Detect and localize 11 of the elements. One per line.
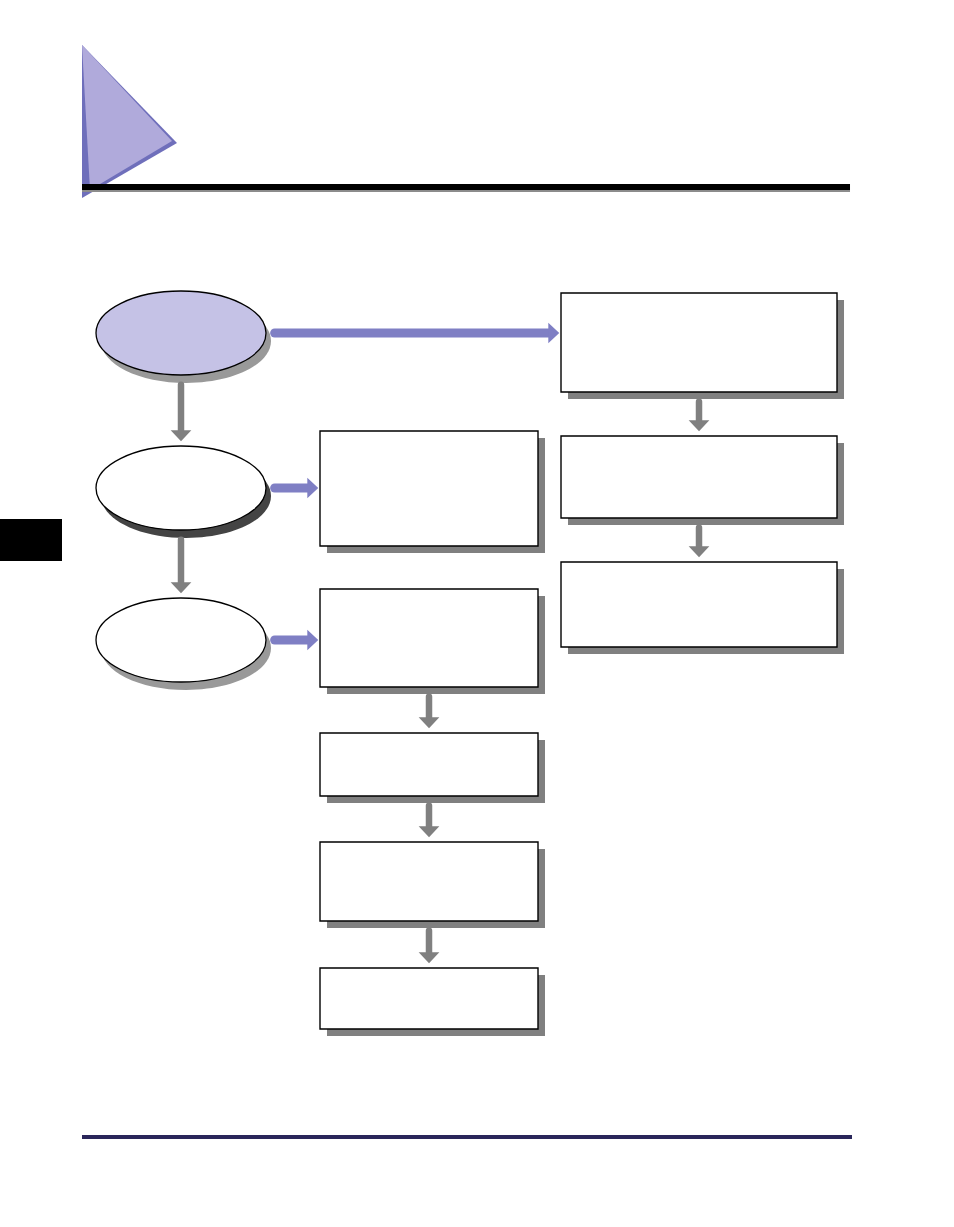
process-box (319, 732, 545, 803)
process-box (319, 430, 545, 553)
oval-node (95, 445, 271, 538)
oval-node (95, 290, 271, 383)
process-box (319, 967, 545, 1036)
process-box (560, 292, 844, 399)
process-box (560, 435, 844, 525)
process-box (560, 561, 844, 654)
process-box (319, 841, 545, 928)
process-box (319, 588, 545, 694)
oval-node (95, 597, 271, 690)
